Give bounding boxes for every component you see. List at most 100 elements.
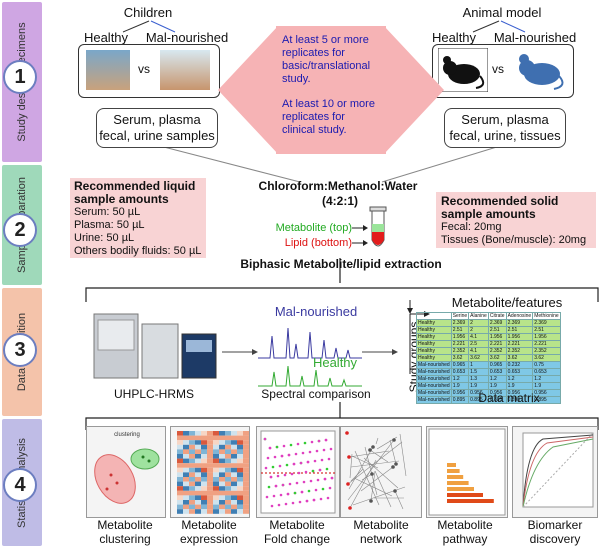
heatmap-cell xyxy=(207,454,213,459)
heatmap-cell xyxy=(189,500,195,505)
matrix-cell: 2.352 xyxy=(532,347,561,355)
liquid-item: Others bodily fluids: 50 µL xyxy=(74,245,202,257)
heatmap-cell xyxy=(243,500,249,505)
fold-change-dot xyxy=(321,487,325,491)
heatmap-cell xyxy=(219,458,225,464)
fold-change-dot xyxy=(298,500,302,504)
heatmap-cell xyxy=(231,500,237,505)
heatmap-cell xyxy=(213,495,219,500)
fold-change-dot xyxy=(285,463,289,467)
heatmap-cell xyxy=(219,449,225,454)
matrix-cell: 0.75 xyxy=(532,361,561,369)
heatmap-cell xyxy=(183,495,189,500)
matrix-cell: 2.221 xyxy=(487,340,507,348)
heatmap-cell xyxy=(207,431,213,436)
fold-change-dot xyxy=(306,460,310,464)
fold-change-dot xyxy=(281,483,285,487)
matrix-cell: 2.51 xyxy=(505,326,534,334)
fold-change-dot xyxy=(271,465,275,469)
fold-change-dot xyxy=(327,457,331,461)
pathway-bar xyxy=(447,487,474,491)
matrix-cell: 2.51 xyxy=(532,326,561,334)
fold-change-dot xyxy=(294,452,298,456)
malnourished-child-photo xyxy=(160,50,210,90)
heatmap-cell xyxy=(225,477,231,482)
caption-fold-change: Metabolite Fold change xyxy=(263,518,331,546)
heatmap-cell xyxy=(231,495,237,500)
network-node xyxy=(348,506,352,510)
heatmap-cell xyxy=(177,481,183,487)
fold-change-dot xyxy=(286,492,290,496)
heatmap-cell xyxy=(207,481,213,487)
fold-change-dot xyxy=(324,438,328,442)
heatmap-cell xyxy=(201,495,207,500)
liquid-item: Plasma: 50 µL xyxy=(74,219,145,231)
network-node xyxy=(391,465,395,469)
heatmap-cell xyxy=(195,509,201,514)
heatmap-cell xyxy=(195,504,201,510)
instrument-caption: UHPLC-HRMS xyxy=(113,387,194,401)
solvent-label: Chloroform:Methanol:Water xyxy=(258,179,418,193)
heatmap-cell xyxy=(201,440,207,445)
network-edge xyxy=(360,466,394,492)
network-edge xyxy=(370,470,376,502)
heatmap-cell xyxy=(189,495,195,500)
heatmap-cell xyxy=(225,463,231,468)
heatmap-cell xyxy=(195,481,201,487)
fold-change-dot xyxy=(318,468,322,472)
heatmap-cell xyxy=(213,435,219,441)
fold-change-dot xyxy=(287,453,291,457)
fold-change-dot xyxy=(323,477,327,481)
heatmap-cell xyxy=(219,435,225,441)
metabolite-top-label: Metabolite (top) xyxy=(275,222,352,234)
matrix-cell: 0.653 xyxy=(450,368,470,376)
heatmap-cell xyxy=(195,495,201,500)
matrix-corner-cell xyxy=(416,312,452,320)
network-edge xyxy=(349,459,377,509)
heatmap-cell xyxy=(213,444,219,450)
matrix-cell: 2.369 xyxy=(487,319,507,327)
matrix-cell: 1.956 xyxy=(487,333,507,341)
heatmap-cell xyxy=(201,481,207,487)
heatmap-cell xyxy=(231,449,237,454)
fold-change-dot xyxy=(270,504,274,508)
solvent-ratio: (4:2:1) xyxy=(321,194,358,208)
heatmap-cell xyxy=(225,481,231,487)
heatmap-cell xyxy=(177,504,183,510)
heatmap-cell xyxy=(177,444,183,450)
heatmap-cell xyxy=(219,495,225,500)
replicates-double-arrow xyxy=(218,26,444,154)
fold-change-dot xyxy=(283,473,287,477)
heatmap-cell xyxy=(201,467,207,473)
heatmap-cell xyxy=(237,431,243,436)
network-edge xyxy=(374,470,392,508)
heatmap-cell xyxy=(183,463,189,468)
caption-biomarker: Biomarker discovery xyxy=(527,518,583,546)
heatmap-cell xyxy=(219,467,225,473)
liquid-amounts-box: Recommended liquid sample amounts Serum:… xyxy=(70,178,206,258)
heatmap-cell xyxy=(207,463,213,468)
heatmap-cell xyxy=(213,481,219,487)
heatmap-cell xyxy=(237,486,243,491)
fold-change-dot xyxy=(325,467,329,471)
pathway-bar xyxy=(447,493,483,497)
matrix-cell: 2.352 xyxy=(450,347,470,355)
heatmap-cell xyxy=(231,504,237,510)
network-edge xyxy=(389,439,397,465)
heatmap-cell xyxy=(183,440,189,445)
heatmap-cell xyxy=(189,477,195,482)
fold-change-dot xyxy=(312,498,316,502)
fold-change-dot xyxy=(310,440,314,444)
heatmap-cell xyxy=(189,449,195,454)
heatmap-cell xyxy=(237,477,243,482)
fold-change-dot xyxy=(267,485,271,489)
heatmap-cell xyxy=(237,435,243,441)
heatmap-cell xyxy=(213,463,219,468)
network-node xyxy=(371,445,375,449)
fold-change-dot xyxy=(316,478,320,482)
network-node xyxy=(345,431,349,435)
liquid-title: Recommended liquid sample amounts xyxy=(74,179,196,206)
heatmap-cell xyxy=(219,504,225,510)
